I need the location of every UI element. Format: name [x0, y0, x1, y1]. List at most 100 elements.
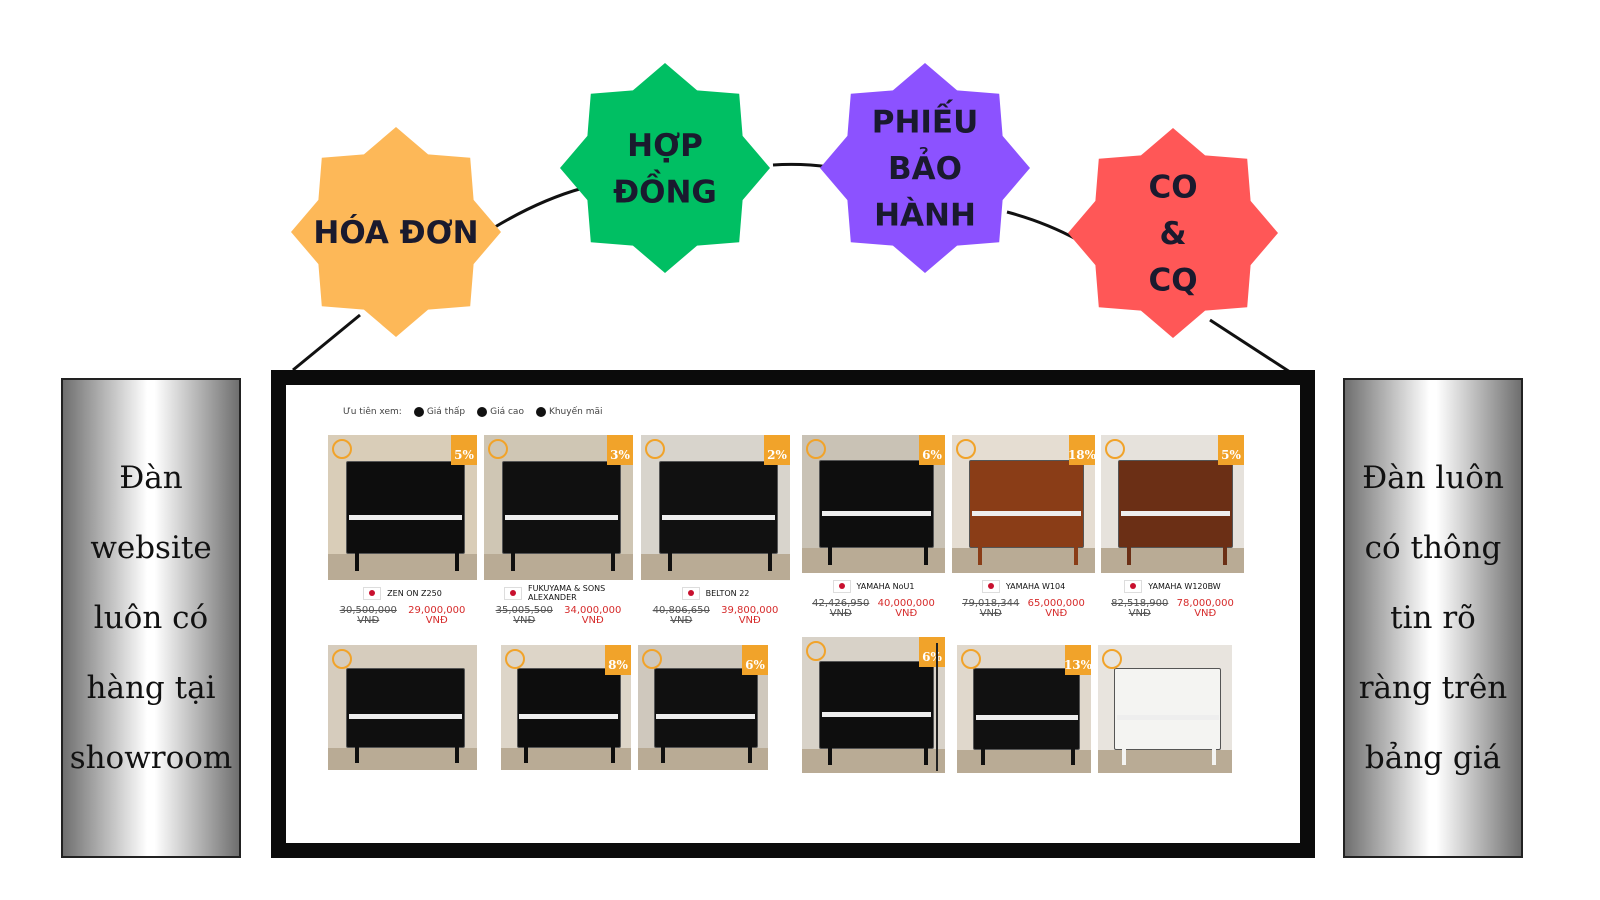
- sort-filter-bar: Ưu tiên xem: Giá thấp Giá cao Khuyến mãi: [343, 407, 602, 417]
- product-photo[interactable]: 3%: [484, 435, 633, 580]
- japan-flag-icon: [832, 579, 851, 593]
- discount-badge: 8%: [605, 645, 631, 675]
- filter-promotion[interactable]: Khuyến mãi: [535, 407, 602, 417]
- badge-star-shape: [1068, 128, 1278, 338]
- product-card[interactable]: [1098, 645, 1232, 773]
- japan-flag-icon: [504, 586, 522, 600]
- japan-flag-icon: [363, 586, 382, 600]
- brand-logo-icon: [505, 649, 525, 669]
- brand-logo-icon: [642, 649, 662, 669]
- discount-badge: 5%: [451, 435, 477, 465]
- right-info-box: Đàn luôn có thông tin rõ ràng trên bảng …: [1343, 378, 1523, 858]
- discount-badge: 6%: [919, 637, 945, 667]
- arc-connector-1: [292, 313, 361, 372]
- brand-logo-icon: [1105, 439, 1125, 459]
- brand-logo-icon: [1102, 649, 1122, 669]
- product-photo[interactable]: 6%: [638, 645, 768, 770]
- badge-co-cq: CO&CQ: [1068, 128, 1278, 338]
- badge-hoa-don: HÓA ĐƠN: [291, 127, 501, 337]
- brand-logo-icon: [645, 439, 665, 459]
- product-photo[interactable]: [1098, 645, 1232, 773]
- discount-badge: 2%: [764, 435, 790, 465]
- product-name[interactable]: YAMAHA W104: [1005, 581, 1066, 591]
- badge-label: ĐỒNG: [613, 169, 717, 210]
- japan-flag-icon: [1124, 579, 1143, 593]
- product-name[interactable]: YAMAHA NoU1: [856, 581, 915, 591]
- product-photo[interactable]: 6%: [802, 637, 945, 773]
- badge-label: HÀNH: [874, 198, 976, 234]
- filter-label: Ưu tiên xem:: [343, 407, 402, 417]
- badge-label: HÓA ĐƠN: [313, 214, 478, 251]
- product-name-row[interactable]: YAMAHA W120BW: [1101, 573, 1244, 599]
- check-icon: [535, 407, 546, 417]
- product-name[interactable]: YAMAHA W120BW: [1148, 581, 1221, 591]
- filter-high-price[interactable]: Giá cao: [477, 407, 524, 417]
- product-photo[interactable]: 18%: [952, 435, 1095, 573]
- product-photo[interactable]: 5%: [328, 435, 477, 580]
- brand-logo-icon: [488, 439, 508, 459]
- product-name[interactable]: ZEN ON Z250: [387, 588, 442, 598]
- discount-badge: 18%: [1068, 435, 1095, 465]
- brand-logo-icon: [806, 641, 826, 661]
- product-photo[interactable]: 2%: [641, 435, 790, 580]
- website-screenshot-frame: Ưu tiên xem: Giá thấp Giá cao Khuyến mãi…: [271, 370, 1315, 858]
- product-photo[interactable]: 5%: [1101, 435, 1244, 573]
- product-name-row[interactable]: ZEN ON Z250: [328, 580, 477, 606]
- brand-logo-icon: [332, 649, 352, 669]
- product-photo[interactable]: 13%: [957, 645, 1091, 773]
- product-photo[interactable]: 6%: [802, 435, 945, 573]
- product-card[interactable]: 13%: [957, 645, 1091, 773]
- product-photo[interactable]: [328, 645, 477, 770]
- product-card[interactable]: 6%: [638, 645, 768, 770]
- product-name-row[interactable]: FUKUYAMA & SONS ALEXANDER: [484, 580, 633, 606]
- arc-connector-2: [494, 186, 584, 229]
- left-info-box: Đàn website luôn có hàng tại showroom: [61, 378, 241, 858]
- product-card[interactable]: 6%: [802, 637, 945, 773]
- product-name-row[interactable]: BELTON 22: [641, 580, 790, 606]
- badge-label: CO: [1148, 170, 1197, 206]
- arc-connector-4: [1006, 210, 1079, 242]
- discount-badge: 6%: [742, 645, 768, 675]
- badge-label: PHIẾU: [872, 101, 979, 141]
- product-photo[interactable]: 8%: [501, 645, 631, 770]
- product-name[interactable]: BELTON 22: [705, 588, 750, 598]
- badge-label: BẢO: [888, 148, 962, 187]
- brand-logo-icon: [961, 649, 981, 669]
- product-name[interactable]: FUKUYAMA & SONS ALEXANDER: [528, 584, 606, 602]
- badge-star-shape: [291, 127, 501, 337]
- discount-badge: 13%: [1064, 645, 1091, 675]
- product-card[interactable]: [328, 645, 477, 770]
- product-card[interactable]: 8%: [501, 645, 631, 770]
- japan-flag-icon: [981, 579, 1000, 593]
- column-divider: [936, 643, 938, 771]
- badge-phieu-bao-hanh: PHIẾU BẢO HÀNH: [820, 63, 1030, 273]
- discount-badge: 6%: [919, 435, 945, 465]
- filter-low-price[interactable]: Giá thấp: [413, 407, 465, 417]
- japan-flag-icon: [681, 586, 700, 600]
- left-info-text: Đàn website luôn có hàng tại showroom: [69, 460, 233, 776]
- badge-star-shape: [820, 63, 1030, 273]
- product-name-row[interactable]: YAMAHA W104: [952, 573, 1095, 599]
- radio-icon: [477, 407, 488, 417]
- product-name-row[interactable]: YAMAHA NoU1: [802, 573, 945, 599]
